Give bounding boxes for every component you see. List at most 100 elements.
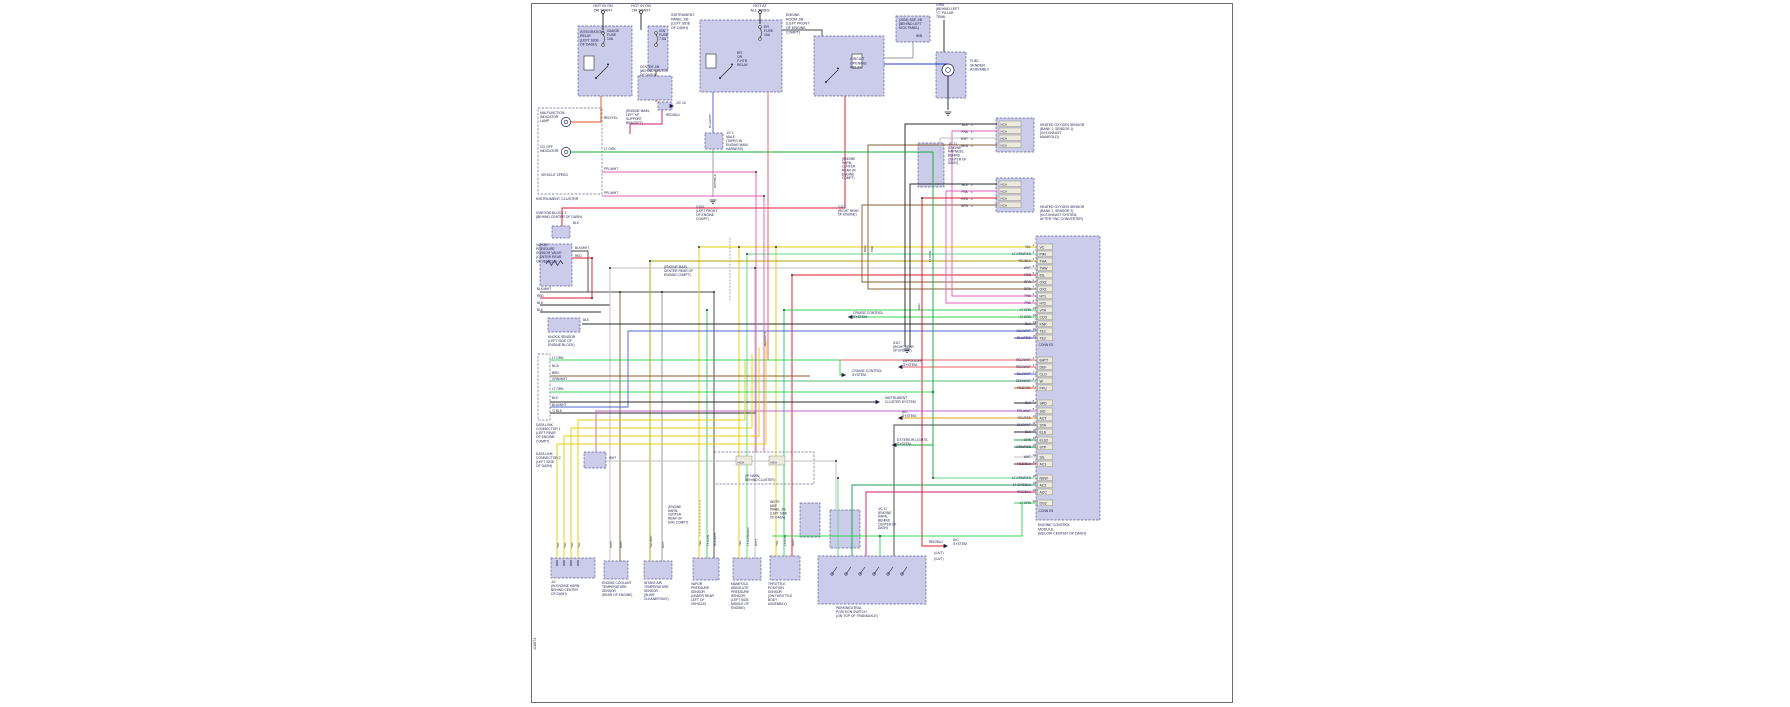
wire-lt_grn_blk [851,484,1036,556]
wire-wht [939,137,997,158]
ecm-pin-name: VTA [1040,308,1047,312]
wire-junction-dot [754,267,756,269]
label: *2 BLK [552,409,563,413]
ecm-pin-name: FPU [1040,386,1047,390]
wire-blk [904,123,997,347]
fuse-icon [758,37,762,41]
switch-blade-icon [901,566,908,575]
ecm-pin-cell [1037,327,1053,335]
ecm-pin-number: 1 [1033,363,1035,367]
ecm-wire-color-label: LT GRN [1020,315,1032,319]
relay-contact-icon [595,77,597,79]
label: WHT/BLK [713,173,717,188]
relay-contact-icon [731,63,733,66]
ecm-pin-name: DEF [1040,365,1047,369]
label: WHT [609,456,616,460]
ignition-block3 [551,225,571,239]
ecm-pin-name: NSW [1040,476,1049,480]
relay-contact-icon [825,81,827,83]
ecm-wire-color-label: BLK/WHT [1017,423,1031,427]
label: YEL [698,540,702,546]
label: WHT [961,137,968,141]
label: IGNITION BLOCK 3(BEHIND CENTER OF DASH) [536,211,582,219]
label: 1 [971,130,973,134]
ecm-pin-name: ACT [1040,416,1048,420]
label: 1 [971,190,973,194]
power-feed-terminal [758,10,762,14]
label: BLK [537,308,544,312]
fuse-icon [654,31,658,35]
ecm-pin-cell [1037,250,1053,258]
switch-blade-icon [887,566,894,575]
relay-coil-icon [583,55,595,71]
label: RED/WHT [763,331,767,346]
ecm-pin-cell [1037,370,1053,378]
label: YEL [577,542,581,548]
ecm-wire-color-label: YEL/RED [1017,416,1031,420]
label: PNK [870,245,874,252]
wire-junction-dot [698,246,700,248]
ecm-wire-color-label: BLK [1025,401,1032,405]
ecm-pin-number: 22 [1033,499,1037,503]
fuse-icon [601,43,605,47]
label: BLK/WHT [575,246,589,250]
label: LT GRN [552,356,564,360]
relay-contact-icon [719,77,721,79]
relay-switch-icon [719,65,733,79]
relay-contact-icon [837,67,839,70]
ecm-wire-color-label: PPL/WHT [1017,409,1031,413]
relay-contact-icon [607,63,609,66]
wire-ppl_wht [595,410,1036,452]
ecm-pin-cell [1037,313,1053,321]
label: HEATED OXYGEN SENSOR(BANK 1, SENSOR 2)(I… [1040,205,1085,221]
jc10 [657,101,673,111]
label: YEL [570,542,574,548]
relay-switch-icon [825,69,839,83]
label: YEL [738,540,742,546]
nca-cell [998,141,1022,148]
fuse-icon [759,28,762,38]
ecm-wire-color-label: LT GRN/RED [1012,476,1032,480]
ecm-pin-number: 13 [1033,306,1037,310]
wire-blk [909,183,997,347]
label: BLU/WHT [552,403,566,407]
label: LT GRN/RED [746,527,750,546]
nca-cell-label: NCA [738,461,745,465]
ecm-pin-name: STP [1040,445,1047,449]
system-arrow-icon [841,372,846,378]
wire-blk_wht [893,424,1036,556]
dlc1 [537,353,551,421]
label: 2 [971,123,973,127]
ecm-pin-name: STA [1040,423,1047,427]
wire-brn [861,204,1036,283]
label: RED/BLU [666,113,681,117]
ecm-pin-cell [1037,363,1053,371]
ecm-pin-number: 4 [1033,250,1035,254]
label: WHT [754,539,758,546]
label: BRN [961,204,968,208]
ect-sensor-box [603,560,629,580]
label: HEATED OXYGEN SENSOR(BANK 1, SENSOR 1)(I… [1040,123,1085,139]
ecm-wire-color-label: RED [1024,273,1031,277]
ecm-pin-number: 19 [1033,481,1037,485]
wire-junction-dot [783,309,785,311]
wire-junction-dot [835,460,837,462]
label: 2 [971,183,973,187]
ecm-pin-name: SIO [1040,409,1046,413]
ecm-pin-number: 3 [1033,264,1035,268]
ecm-pin-number: 11 [1033,421,1036,425]
label: LT GRN [552,387,564,391]
